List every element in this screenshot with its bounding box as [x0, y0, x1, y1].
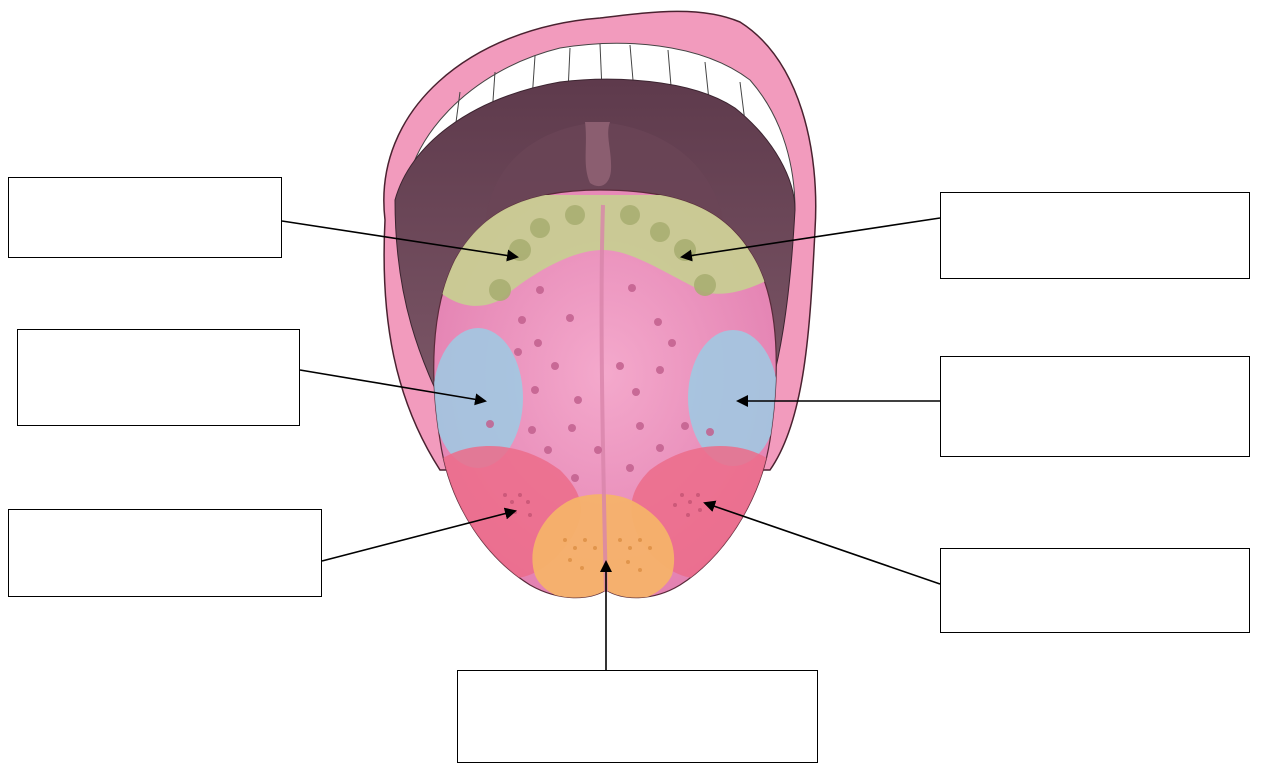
tongue [433, 189, 777, 599]
arrow-top-right [680, 217, 941, 262]
label-box-middle-right[interactable] [940, 356, 1250, 457]
label-box-top-right[interactable] [940, 192, 1250, 279]
label-box-bottom-right[interactable] [940, 548, 1250, 633]
arrow-middle-left [299, 369, 487, 406]
arrow-bottom-right [703, 500, 941, 585]
label-box-bottom-left[interactable] [8, 509, 322, 597]
label-box-middle-left[interactable] [17, 329, 300, 426]
label-box-bottom-center[interactable] [457, 670, 818, 763]
sour-zone-right [688, 330, 777, 466]
label-box-top-left[interactable] [8, 177, 282, 258]
arrow-bottom-left [321, 507, 517, 562]
arrow-top-left [281, 220, 519, 262]
callout-arrows [281, 217, 941, 670]
uvula [585, 122, 612, 187]
